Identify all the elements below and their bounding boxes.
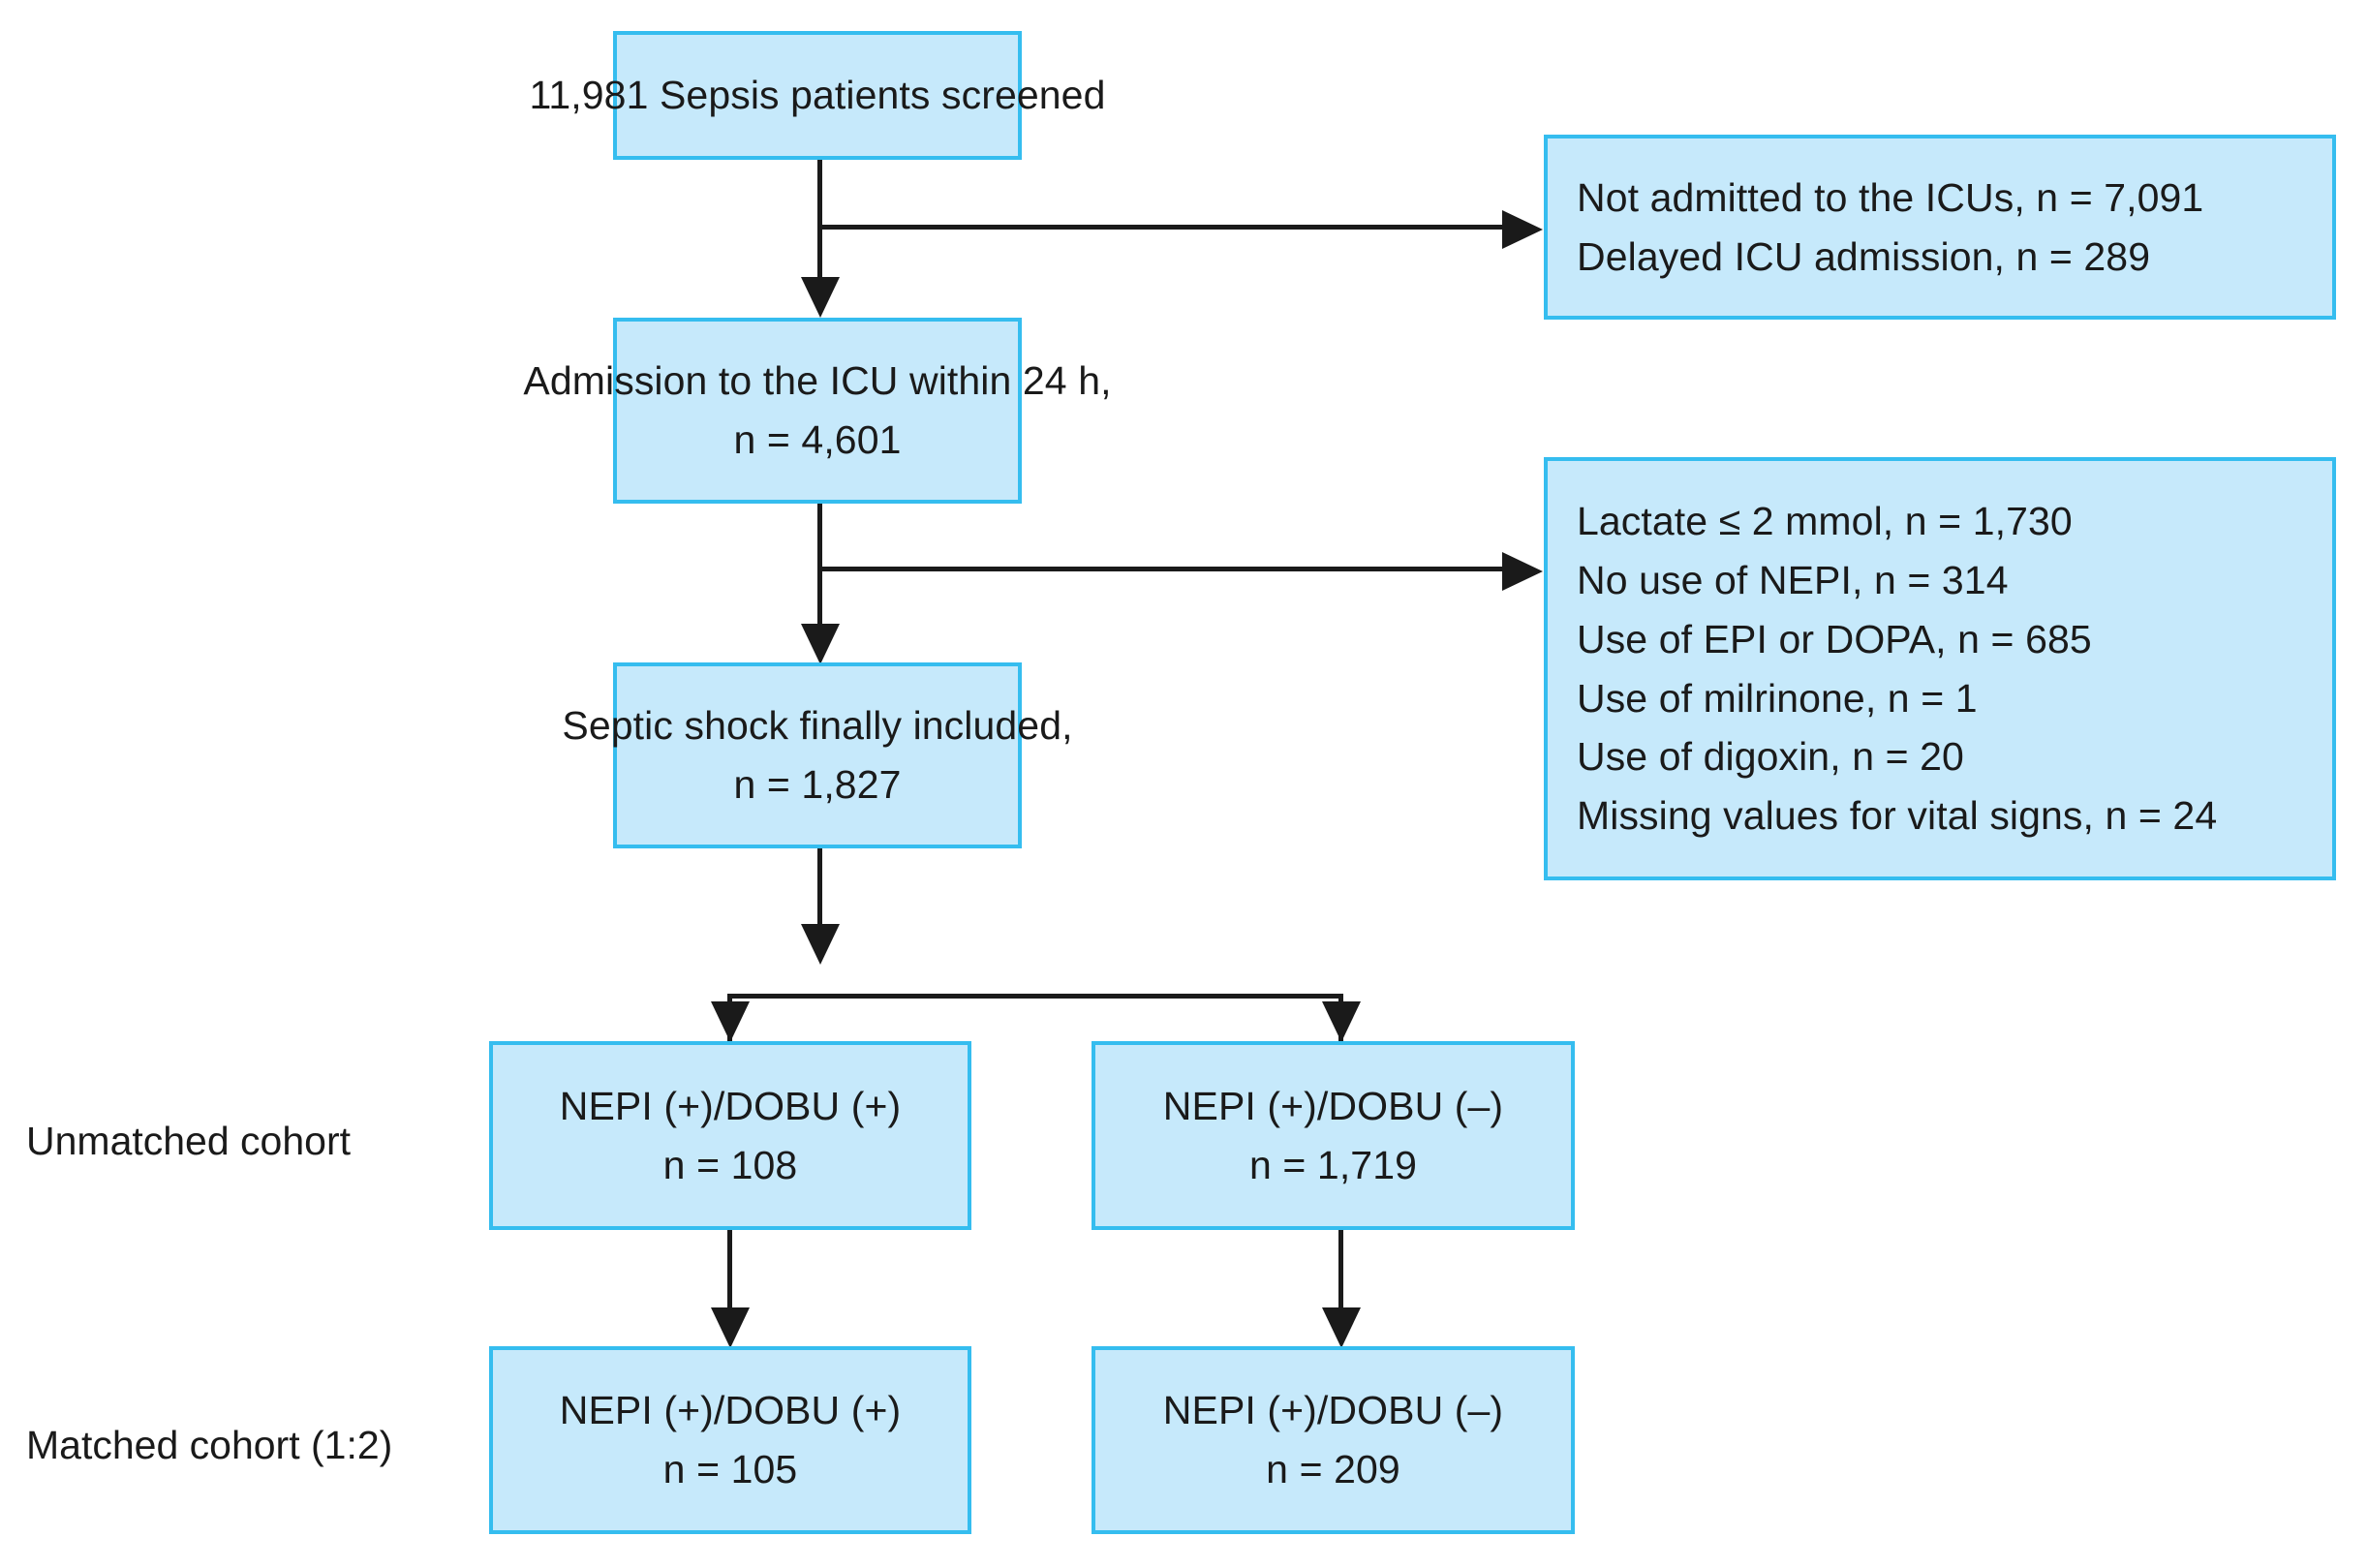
arrowhead-unmatched-pos: [711, 1001, 750, 1042]
arrowhead-unmatched-neg: [1322, 1001, 1361, 1042]
box-exclusion-criteria[interactable]: Lactate ≤ 2 mmol, n = 1,730 No use of NE…: [1544, 457, 2336, 880]
box-unmatched-dobu-negative[interactable]: NEPI (+)/DOBU (–) n = 1,719: [1092, 1041, 1575, 1230]
arrowhead-screened-to-icu: [801, 277, 840, 318]
box-matched-dobu-positive-line-1: NEPI (+)/DOBU (+): [559, 1388, 902, 1433]
box-exclusion-not-admitted-line-1: Not admitted to the ICUs, n = 7,091: [1577, 174, 2204, 220]
box-exclusion-criteria-line-1: Lactate ≤ 2 mmol, n = 1,730: [1577, 499, 2073, 544]
box-unmatched-dobu-negative-line-1: NEPI (+)/DOBU (–): [1162, 1083, 1504, 1128]
box-matched-dobu-negative-line-2: n = 209: [1266, 1447, 1400, 1491]
connector-split-bar: [727, 994, 1343, 999]
arrowhead-septic-to-split: [801, 924, 840, 965]
box-exclusion-criteria-line-6: Missing values for vital signs, n = 24: [1577, 792, 2218, 838]
box-matched-dobu-positive-line-2: n = 105: [662, 1447, 798, 1491]
box-patients-screened[interactable]: 11,981 Sepsis patients screened: [530, 31, 1105, 160]
box-matched-dobu-negative-line-1: NEPI (+)/DOBU (–): [1162, 1388, 1504, 1433]
box-septic-shock-included-line-2: n = 1,827: [733, 762, 902, 807]
arrowhead-matched-neg: [1322, 1307, 1361, 1348]
arrowhead-exclusion-2: [1502, 552, 1543, 591]
connector-icu-exclusion-branch: [817, 225, 1505, 230]
arrowhead-exclusion-1: [1502, 210, 1543, 249]
box-exclusion-criteria-line-5: Use of digoxin, n = 20: [1577, 734, 1964, 780]
box-exclusion-not-admitted-line-2: Delayed ICU admission, n = 289: [1577, 233, 2151, 279]
connector-screened-to-icu: [817, 160, 822, 281]
box-exclusion-criteria-line-2: No use of NEPI, n = 314: [1577, 558, 2009, 603]
box-unmatched-dobu-positive-line-2: n = 108: [662, 1142, 798, 1187]
connector-unmatched-neg-to-matched-neg: [1338, 1230, 1343, 1311]
row-label-matched-cohort: Matched cohort (1:2): [26, 1423, 393, 1467]
box-septic-shock-included-line-1: Septic shock finally included,: [562, 703, 1073, 749]
box-patients-screened-line-1: 11,981 Sepsis patients screened: [529, 73, 1106, 118]
box-septic-shock-included[interactable]: Septic shock finally included, n = 1,827: [562, 662, 1072, 848]
connector-icu-to-septic: [817, 504, 822, 628]
box-icu-admission[interactable]: Admission to the ICU within 24 h, n = 4,…: [523, 318, 1112, 504]
arrowhead-icu-to-septic: [801, 624, 840, 664]
connector-septic-exclusion-branch: [817, 567, 1505, 571]
connector-septic-to-split: [817, 848, 822, 928]
box-exclusion-criteria-line-4: Use of milrinone, n = 1: [1577, 675, 1978, 721]
box-exclusion-criteria-line-3: Use of EPI or DOPA, n = 685: [1577, 616, 2092, 661]
box-unmatched-dobu-positive[interactable]: NEPI (+)/DOBU (+) n = 108: [489, 1041, 971, 1230]
box-matched-dobu-positive[interactable]: NEPI (+)/DOBU (+) n = 105: [489, 1346, 971, 1534]
box-unmatched-dobu-positive-line-1: NEPI (+)/DOBU (+): [559, 1083, 902, 1128]
box-exclusion-not-admitted[interactable]: Not admitted to the ICUs, n = 7,091 Dela…: [1544, 135, 2336, 320]
row-label-unmatched-cohort: Unmatched cohort: [26, 1119, 352, 1163]
box-icu-admission-line-2: n = 4,601: [733, 417, 902, 462]
box-matched-dobu-negative[interactable]: NEPI (+)/DOBU (–) n = 209: [1092, 1346, 1575, 1534]
box-icu-admission-line-1: Admission to the ICU within 24 h,: [523, 358, 1112, 404]
connector-unmatched-pos-to-matched-pos: [727, 1230, 732, 1311]
box-unmatched-dobu-negative-line-2: n = 1,719: [1248, 1142, 1418, 1187]
arrowhead-matched-pos: [711, 1307, 750, 1348]
